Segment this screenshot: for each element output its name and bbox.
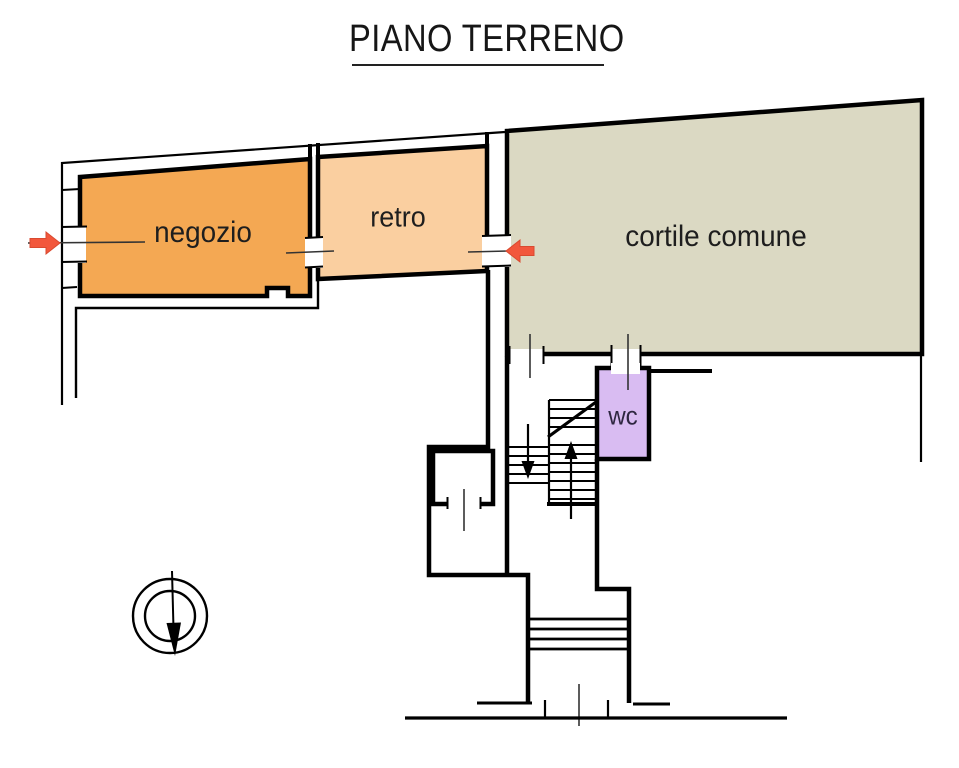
wc-label: wc bbox=[608, 400, 638, 431]
down-arrow-icon bbox=[521, 461, 535, 479]
door-jamb-ticks bbox=[508, 345, 642, 375]
inner-boundary-line bbox=[74, 279, 320, 398]
entrance-steps bbox=[530, 617, 627, 651]
small-room bbox=[430, 448, 496, 531]
staircase-up-flight bbox=[547, 399, 597, 519]
retro-entrance-axis bbox=[467, 250, 509, 253]
negozio-entrance-arrow-icon bbox=[29, 230, 61, 256]
door-jamb-ticks bbox=[481, 234, 512, 268]
cortile-wc-door-opening bbox=[611, 349, 641, 359]
corridor-right-wall bbox=[594, 459, 632, 703]
door-jamb-ticks bbox=[304, 236, 324, 269]
small-room-shape bbox=[430, 448, 496, 507]
negozio-room bbox=[60, 156, 313, 299]
negozio-retro-door-axis bbox=[285, 250, 335, 254]
negozio-entrance-opening bbox=[74, 226, 86, 263]
wall-stubs bbox=[308, 132, 489, 160]
stair-break-line bbox=[547, 400, 597, 439]
page-title: PIANO TERRENO bbox=[349, 18, 625, 60]
wall-joint-ticks bbox=[61, 188, 81, 289]
cortile-room bbox=[504, 97, 925, 375]
staircase-down-flight bbox=[507, 424, 549, 484]
up-arrow-icon bbox=[564, 441, 578, 459]
retro-label: retro bbox=[370, 201, 426, 234]
negozio-room-shape bbox=[77, 156, 313, 299]
cortile-label: cortile comune bbox=[625, 220, 807, 253]
north-arrow-compass-icon bbox=[131, 570, 209, 656]
wc-room bbox=[594, 334, 712, 462]
corridor-left-wall bbox=[426, 270, 531, 703]
negozio-label: negozio bbox=[154, 216, 252, 249]
title-underline bbox=[352, 64, 604, 66]
cortile-stair-door-opening bbox=[509, 349, 544, 359]
door-jamb-ticks bbox=[60, 225, 88, 263]
retro-entrance-arrow-icon bbox=[505, 238, 535, 264]
outer-boundary-line bbox=[60, 130, 506, 405]
wc-door-opening bbox=[611, 363, 640, 374]
cortile-room-shape bbox=[504, 97, 925, 357]
door-jamb-ticks bbox=[446, 497, 482, 509]
street-entrance bbox=[405, 684, 787, 726]
door-jamb-ticks bbox=[543, 700, 610, 717]
